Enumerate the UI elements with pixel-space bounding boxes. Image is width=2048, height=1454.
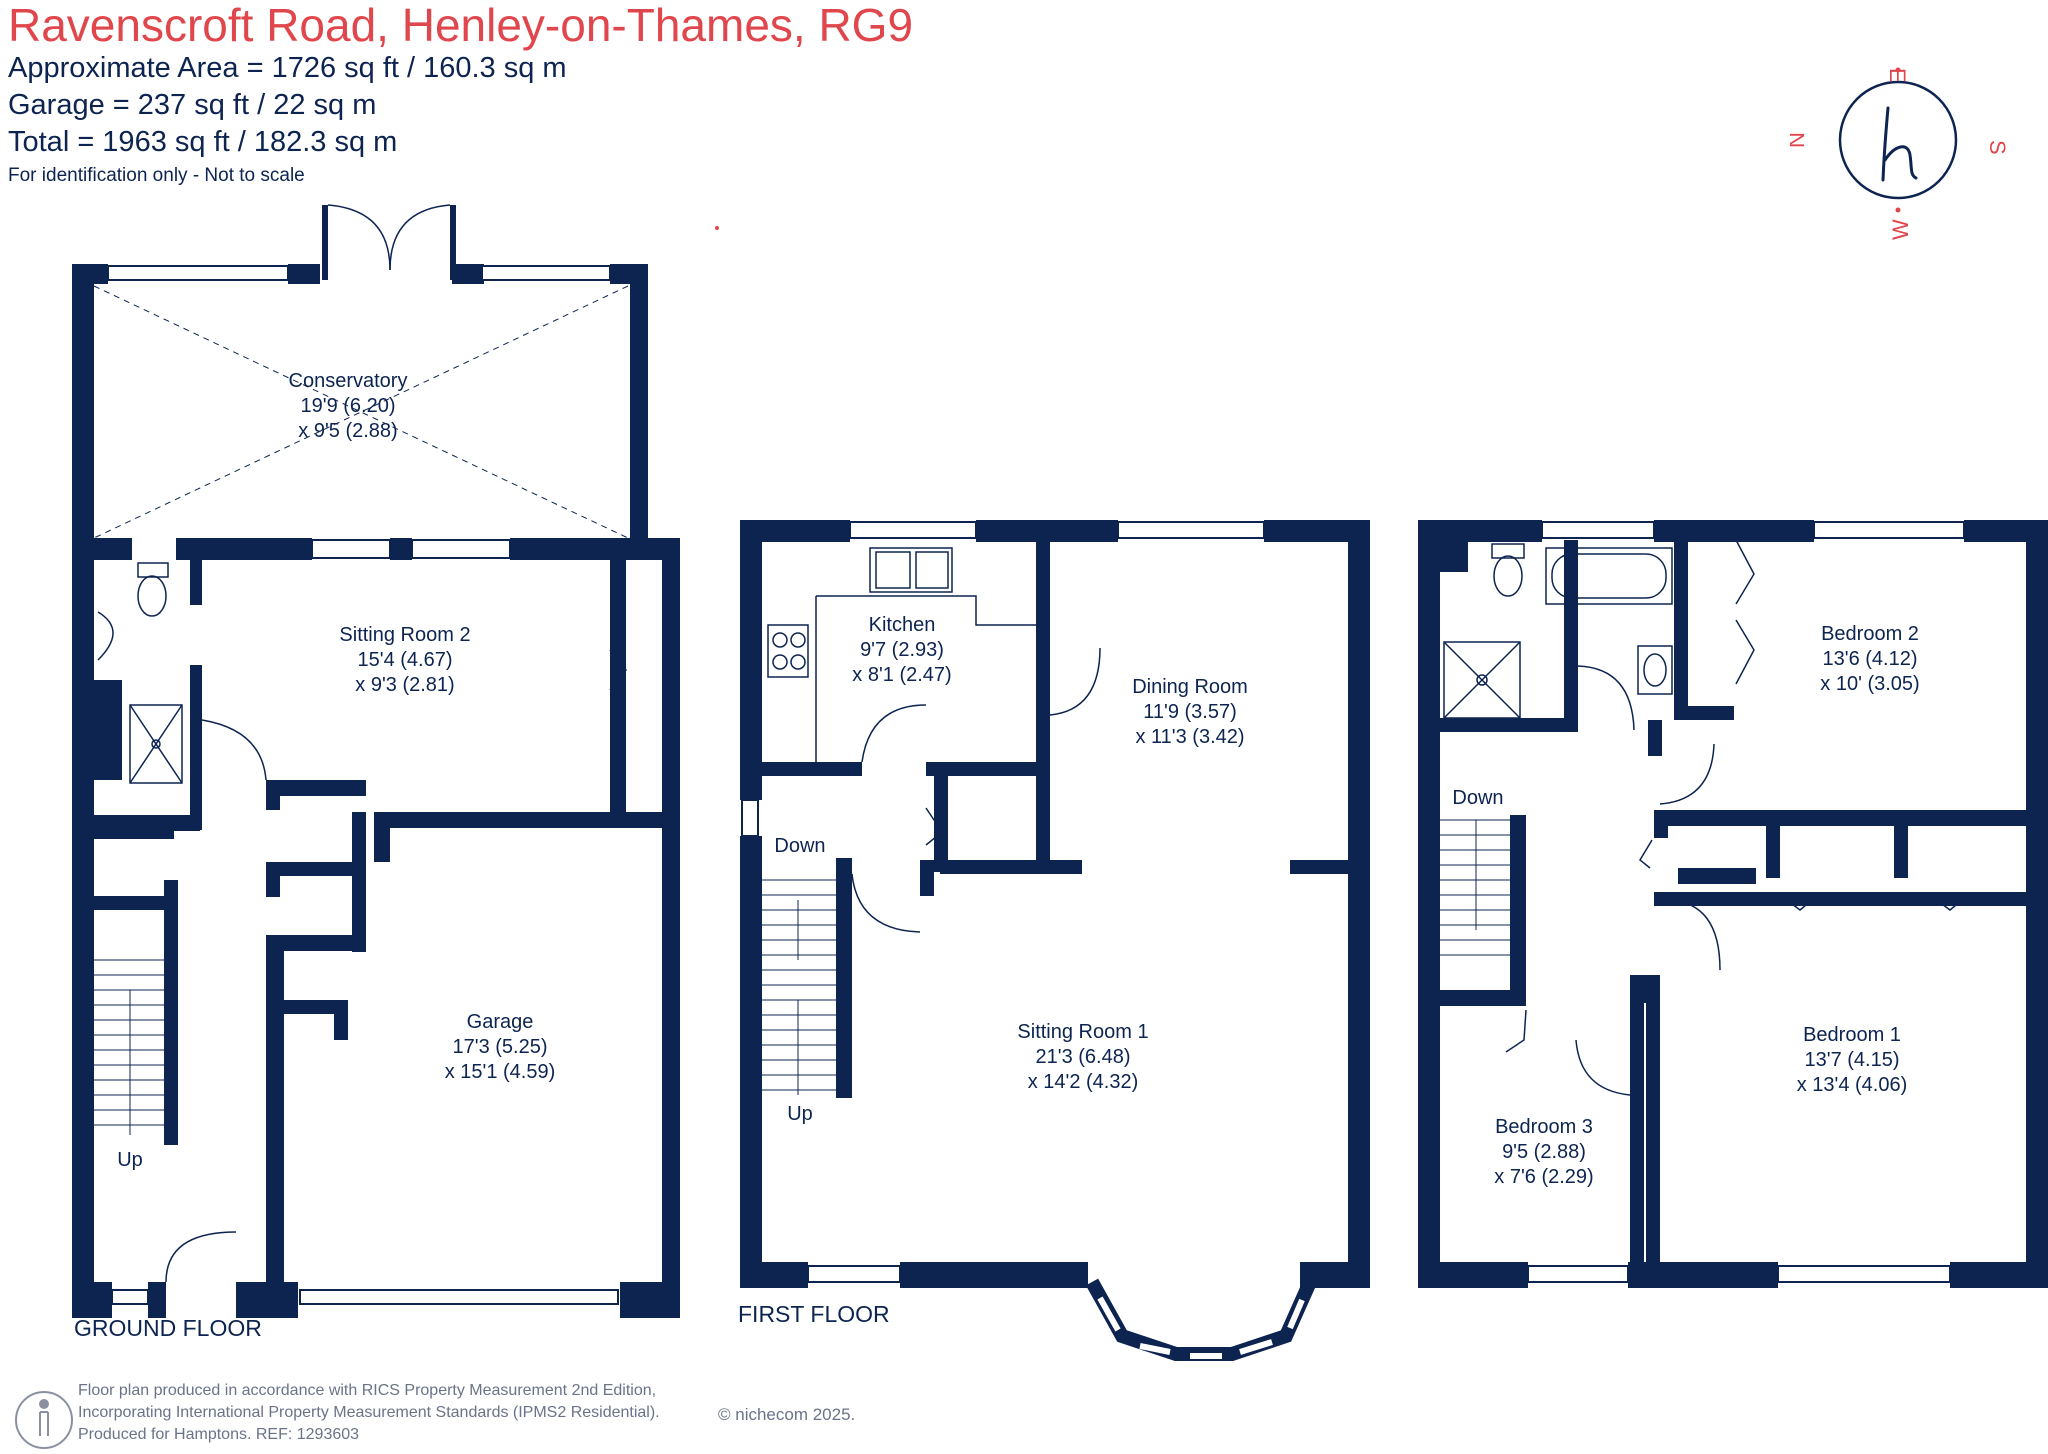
bedroom-1-width: x 13'4 (4.06) xyxy=(1797,1074,1908,1096)
first-bay-glazing xyxy=(1097,1296,1305,1359)
bedroom-2-name: Bedroom 2 xyxy=(1821,623,1919,645)
dining-room-length: 11'9 (3.57) xyxy=(1143,701,1237,723)
approximate-area: Approximate Area = 1726 sq ft / 160.3 sq… xyxy=(8,52,567,84)
dining-room-name: Dining Room xyxy=(1132,676,1248,698)
compass-e: E xyxy=(1885,68,1910,83)
bedroom-3-length: 9'5 (2.88) xyxy=(1502,1141,1586,1163)
second-stairs-down-label: Down xyxy=(1452,787,1503,809)
bedroom-2-width: x 10' (3.05) xyxy=(1820,673,1919,695)
first-floor-label: FIRST FLOOR xyxy=(738,1301,890,1327)
first-windows xyxy=(741,521,1265,1283)
second-fixtures-doors xyxy=(1443,539,1969,1096)
first-room-labels: Kitchen 9'7 (2.93) x 8'1 (2.47) Dining R… xyxy=(738,614,1248,1327)
ground-door-swings xyxy=(165,204,627,1283)
sitting-room-1-name: Sitting Room 1 xyxy=(1017,1021,1148,1043)
footer: Floor plan produced in accordance with R… xyxy=(78,1380,660,1446)
sitting-room-1-width: x 14'2 (4.32) xyxy=(1028,1071,1139,1093)
property-title: Ravenscroft Road, Henley-on-Thames, RG9 xyxy=(8,0,914,51)
bedroom-1-name: Bedroom 1 xyxy=(1803,1024,1901,1046)
first-stairs-up-label: Up xyxy=(787,1103,813,1125)
ground-windows xyxy=(107,265,619,1305)
identification-note: For identification only - Not to scale xyxy=(8,165,305,186)
person-scale-icon xyxy=(15,1391,73,1449)
bedroom-3-name: Bedroom 3 xyxy=(1495,1116,1593,1138)
compass-logo-icon: N S E W xyxy=(1790,67,2010,240)
total-area: Total = 1963 sq ft / 182.3 sq m xyxy=(8,126,398,158)
garage-area: Garage = 237 sq ft / 22 sq m xyxy=(8,89,377,121)
bedroom-2-length: 13'6 (4.12) xyxy=(1823,648,1918,670)
compass-n: N xyxy=(1790,132,1809,148)
first-fixtures-doors xyxy=(767,547,1101,933)
ground-stairs-label: Up xyxy=(117,1149,143,1171)
first-bay-window xyxy=(1085,1278,1317,1361)
first-stairs xyxy=(762,879,836,1095)
ground-room-labels: Conservatory 19'9 (6.20) x 9'5 (2.88) Si… xyxy=(74,370,555,1341)
dining-room-width: x 11'3 (3.42) xyxy=(1135,726,1244,748)
sitting-room-2-length: 15'4 (4.67) xyxy=(358,649,453,671)
first-stairs-down-label: Down xyxy=(774,835,825,857)
kitchen-name: Kitchen xyxy=(869,614,936,636)
red-dot xyxy=(715,226,719,230)
conservatory-width: x 9'5 (2.88) xyxy=(298,420,397,442)
copyright: © nichecom 2025. xyxy=(718,1405,856,1424)
second-floor-walls xyxy=(1418,520,2048,1288)
header: Ravenscroft Road, Henley-on-Thames, RG9 … xyxy=(8,0,913,191)
footer-line-3: Produced for Hamptons. REF: 1293603 xyxy=(78,1426,360,1443)
garage-name: Garage xyxy=(467,1011,534,1033)
second-room-labels: Bedroom 2 13'6 (4.12) x 10' (3.05) Bedro… xyxy=(1452,623,1919,1188)
compass-s: S xyxy=(1985,140,2010,155)
ground-fixtures xyxy=(97,562,183,784)
conservatory-length: 19'9 (6.20) xyxy=(301,395,396,417)
bedroom-3-width: x 7'6 (2.29) xyxy=(1494,1166,1593,1188)
second-windows xyxy=(1527,521,1965,1283)
kitchen-length: 9'7 (2.93) xyxy=(860,639,944,661)
compass-w: W xyxy=(1888,219,1913,240)
footer-line-2: Incorporating International Property Mea… xyxy=(78,1404,660,1421)
garage-width: x 15'1 (4.59) xyxy=(445,1061,556,1083)
conservatory-name: Conservatory xyxy=(289,370,408,392)
sitting-room-2-name: Sitting Room 2 xyxy=(339,624,470,646)
sitting-room-2-width: x 9'3 (2.81) xyxy=(355,674,454,696)
ground-stairs xyxy=(94,959,164,1135)
bedroom-1-length: 13'7 (4.15) xyxy=(1805,1049,1900,1071)
kitchen-width: x 8'1 (2.47) xyxy=(852,664,951,686)
sitting-room-1-length: 21'3 (6.48) xyxy=(1036,1046,1131,1068)
first-floor-walls xyxy=(740,520,1370,1288)
footer-line-1: Floor plan produced in accordance with R… xyxy=(78,1382,657,1399)
ground-floor-label: GROUND FLOOR xyxy=(74,1315,262,1341)
garage-length: 17'3 (5.25) xyxy=(453,1036,548,1058)
second-stairs xyxy=(1440,819,1510,956)
ground-floor-walls xyxy=(72,205,680,1318)
